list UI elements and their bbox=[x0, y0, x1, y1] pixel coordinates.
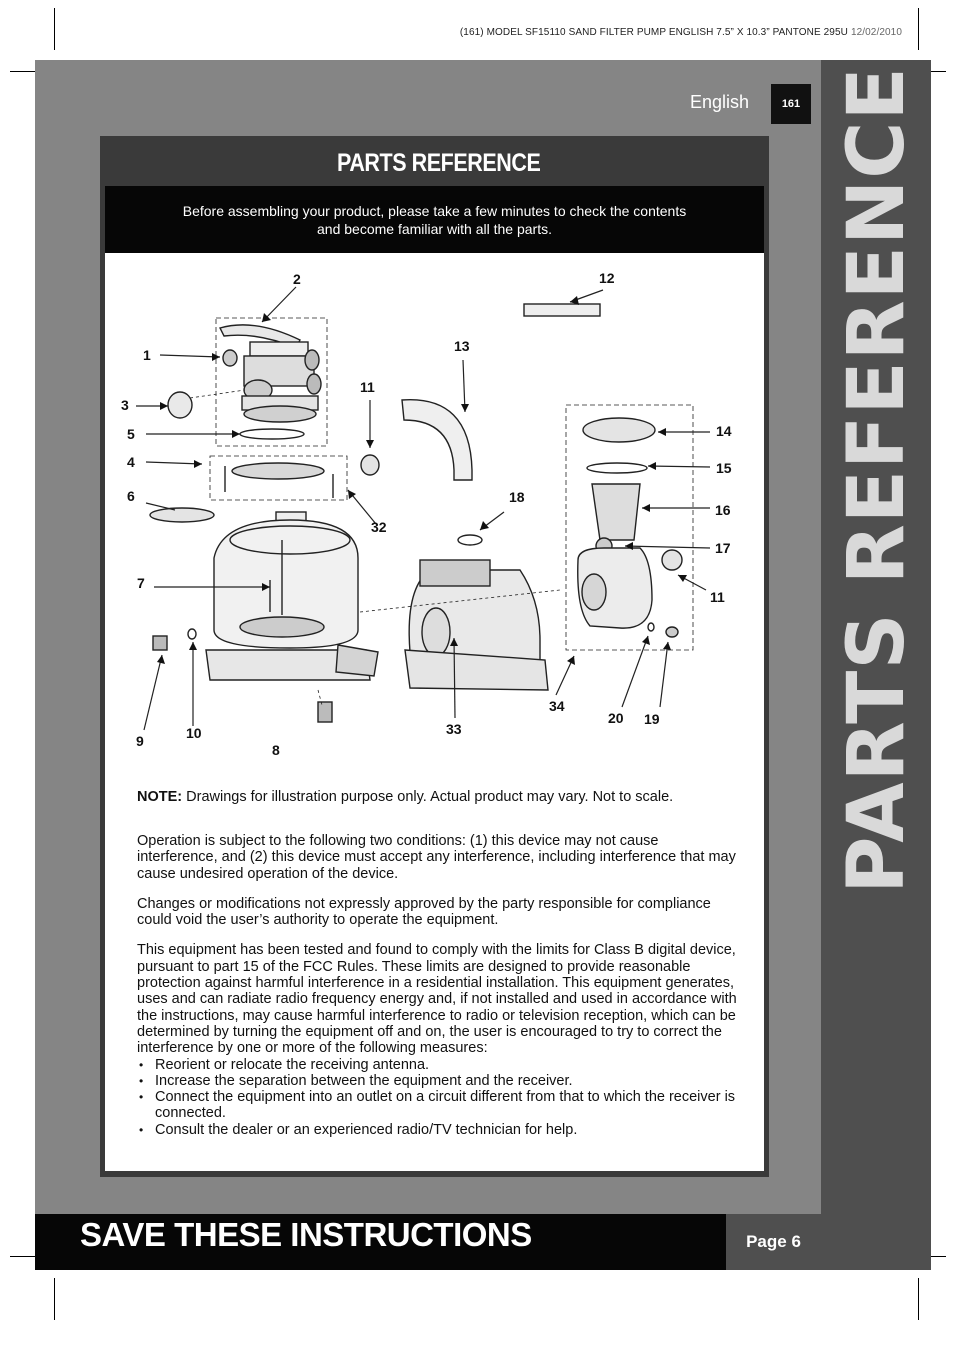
fcc-paragraph-2: Changes or modifications not expressly a… bbox=[137, 895, 711, 929]
crop-mark bbox=[10, 1256, 46, 1257]
note-text: Drawings for illustration purpose only. … bbox=[182, 789, 674, 805]
part-label-9: 9 bbox=[136, 733, 144, 749]
note-label: NOTE: bbox=[137, 789, 183, 805]
part-label-4: 4 bbox=[127, 454, 135, 470]
crop-mark bbox=[918, 1278, 919, 1320]
fcc-statement: Operation is subject to the following tw… bbox=[137, 833, 737, 1138]
part-label-10: 10 bbox=[186, 725, 202, 741]
model-line: (161) MODEL SF15110 SAND FILTER PUMP ENG… bbox=[459, 27, 848, 38]
side-title: PARTS REFERENCE bbox=[832, 66, 922, 894]
part-label-18: 18 bbox=[509, 489, 525, 505]
crop-mark bbox=[54, 1278, 55, 1320]
list-item: Reorient or relocate the receiving anten… bbox=[137, 1057, 737, 1074]
print-header: (161) MODEL SF15110 SAND FILTER PUMP ENG… bbox=[460, 27, 902, 38]
parts-diagram: 1 2 3 5 4 6 7 9 10 8 11 32 13 12 18 14 1… bbox=[121, 270, 732, 758]
part-label-20: 20 bbox=[608, 710, 624, 726]
part-label-19: 19 bbox=[644, 711, 660, 727]
part-label-6: 6 bbox=[127, 488, 135, 504]
footer-title: SAVE THESE INSTRUCTIONS bbox=[80, 1216, 532, 1253]
intro-line-1: Before assembling your product, please t… bbox=[182, 203, 687, 219]
part-label-34: 34 bbox=[549, 698, 565, 714]
page-number-badge: 161 bbox=[771, 84, 811, 124]
part-label-15: 15 bbox=[716, 460, 732, 476]
language-label: English bbox=[690, 92, 750, 112]
side-title-text: PARTS REFERENCE bbox=[832, 66, 922, 894]
crop-mark bbox=[918, 8, 919, 50]
fcc-paragraph-1: Operation is subject to the following tw… bbox=[137, 833, 736, 882]
part-label-13: 13 bbox=[454, 338, 470, 354]
part-label-8: 8 bbox=[272, 742, 280, 758]
part-label-12: 12 bbox=[599, 270, 615, 286]
fcc-measures-list: Reorient or relocate the receiving anten… bbox=[137, 1057, 737, 1139]
part-label-3: 3 bbox=[121, 397, 129, 413]
list-item: Consult the dealer or an experienced rad… bbox=[137, 1122, 737, 1139]
part-label-17: 17 bbox=[715, 540, 731, 556]
illustration-note: NOTE: Drawings for illustration purpose … bbox=[137, 789, 747, 805]
crop-mark bbox=[54, 8, 55, 50]
part-label-11-top: 11 bbox=[360, 379, 375, 395]
part-label-32: 32 bbox=[371, 519, 387, 535]
footer-page-number: Page 6 bbox=[726, 1214, 821, 1270]
part-label-7: 7 bbox=[137, 575, 145, 591]
intro-line-2: and become familiar with all the parts. bbox=[317, 221, 552, 237]
part-label-14: 14 bbox=[716, 423, 732, 439]
list-item: Connect the equipment into an outlet on … bbox=[137, 1089, 737, 1122]
part-label-16: 16 bbox=[715, 502, 731, 518]
part-label-1: 1 bbox=[143, 347, 151, 363]
crop-mark bbox=[10, 71, 46, 72]
section-title: PARTS REFERENCE bbox=[337, 149, 541, 177]
fcc-paragraph-3: This equipment has been tested and found… bbox=[137, 942, 737, 1057]
intro-box: Before assembling your product, please t… bbox=[105, 186, 764, 253]
part-label-5: 5 bbox=[127, 426, 135, 442]
part-label-2: 2 bbox=[293, 271, 301, 287]
part-label-11-right: 11 bbox=[710, 589, 725, 605]
part-label-33: 33 bbox=[446, 721, 462, 737]
list-item: Increase the separation between the equi… bbox=[137, 1073, 737, 1090]
side-band: PARTS REFERENCE bbox=[821, 60, 931, 1270]
footer-bar bbox=[35, 1214, 726, 1270]
print-date: 12/02/2010 bbox=[850, 27, 902, 38]
